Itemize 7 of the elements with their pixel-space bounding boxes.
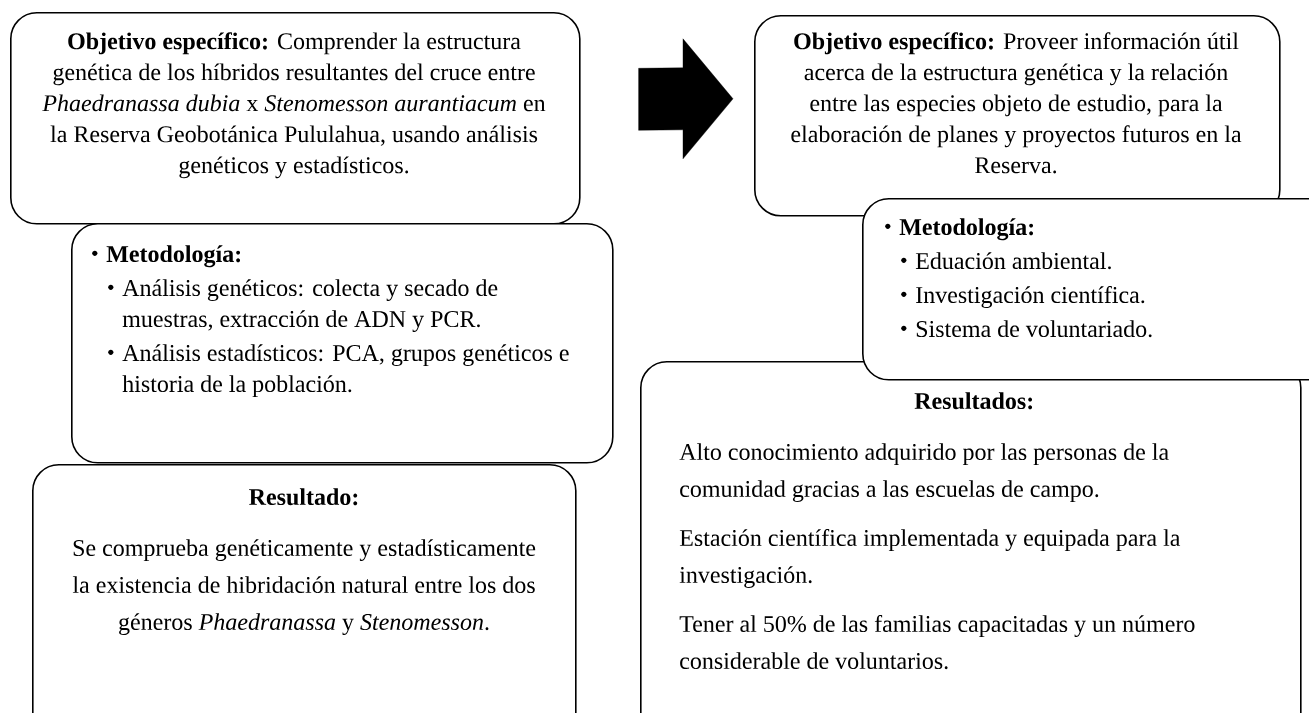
text-box: Resultados: Alto conocimiento adquirido por las personas de la comunidad gracias a las escuelas de campo. Estación científica implementada y equipada para la investigación. Tener al 50% de las familias capacitadas y un número considerable de voluntarios. (640, 361, 1302, 713)
text-box: Objetivo específico: Comprender la estructura genética de los híbridos resultantes del cruce entre Phaedranassa dubia x Stenomesson aurantiacum en la Reserva Geobotánica Pululahua, usando análisis genéticos y estadísticos. (10, 12, 581, 225)
text-box: Metodología: Análisis genéticos: colecta y secado de muestras, extracción de ADN y PCR. Análisis estadísticos: PCA, grupos genéticos e historia de la población. (71, 223, 614, 464)
text-box: Resultado: Se comprueba genéticamente y estadísticamente la existencia de hibridación natural entre los dos géneros Phaedranassa y Stenomesson. (32, 464, 577, 713)
text-box: Metodología: Eduación ambiental. Investigación científica. Sistema de voluntariado. (862, 198, 1309, 381)
block-arrow (638, 38, 734, 159)
text-box: Objetivo específico: Proveer información útil acerca de la estructura genética y la relación entre las especies objeto de estudio, para la elaboración de planes y proyectos futuros en la Reserva. (754, 15, 1281, 217)
